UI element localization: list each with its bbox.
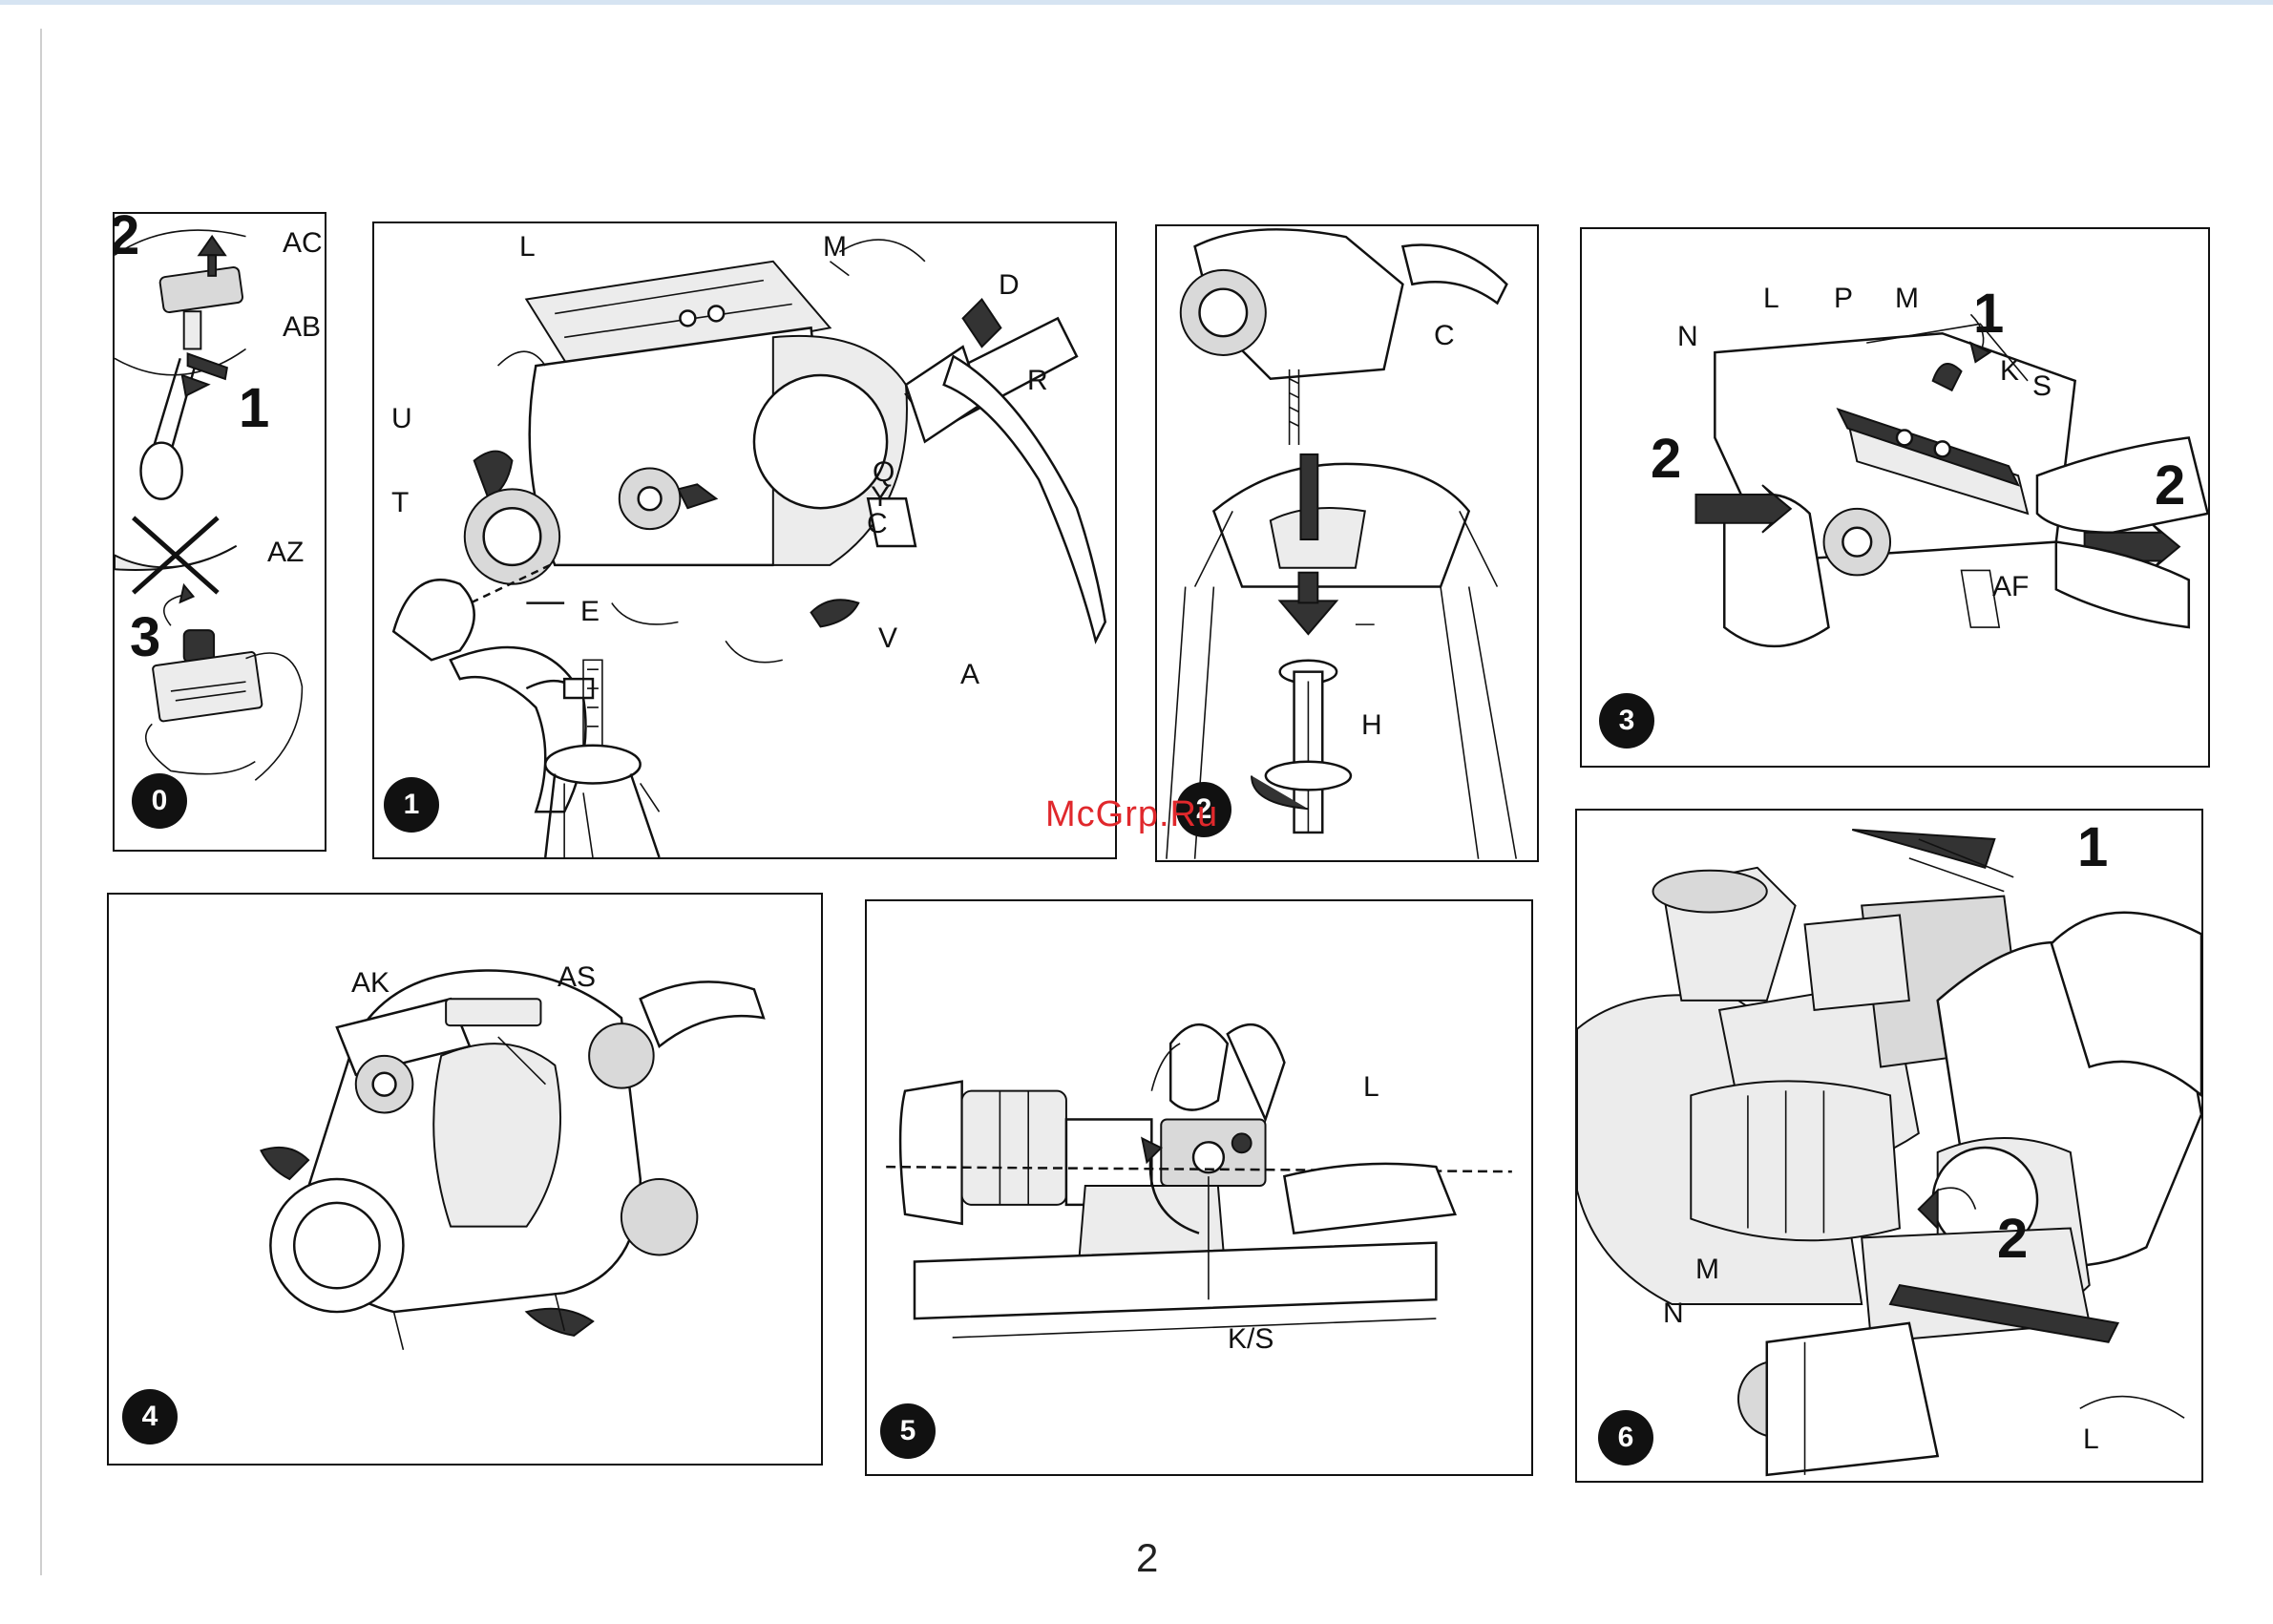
label-ab: AB	[283, 313, 321, 342]
label-m: M	[1695, 1255, 1719, 1284]
watermark-text: McGrp.Ru	[1045, 794, 1218, 835]
lock-lever-v	[811, 600, 859, 626]
step-number-2: 2	[113, 212, 139, 264]
label-n: N	[1663, 1299, 1684, 1328]
label-l: L	[1363, 1073, 1379, 1102]
slide-in-arrow	[1852, 830, 1994, 868]
panel-1-illustration	[374, 223, 1115, 857]
panel-5: L K/S 5	[865, 899, 1533, 1476]
top-edge-line	[0, 0, 2273, 5]
panel-2: C H 2	[1155, 224, 1539, 862]
label-k-s: K/S	[1228, 1325, 1273, 1354]
label-as: AS	[558, 963, 596, 992]
step-number-2: 2	[1997, 1212, 2028, 1267]
panel-3: 1 2 2 L P M N K S AF 3	[1580, 227, 2210, 768]
panel-4: AK AS 4	[107, 893, 823, 1466]
page-number: 2	[1136, 1535, 1158, 1581]
label-l: L	[1763, 285, 1779, 313]
quick-release-plate	[159, 266, 243, 313]
step-number-2-right: 2	[2155, 458, 2185, 514]
label-t: T	[391, 489, 409, 517]
step-badge-6: 6	[1598, 1410, 1653, 1466]
panel-0: 2 1 3 AC AB AZ 0	[113, 212, 326, 852]
step-number-2-left: 2	[1651, 432, 1681, 487]
step-badge-1: 1	[384, 777, 439, 833]
step-badge-4: 4	[122, 1389, 178, 1445]
step-badge-0: 0	[132, 773, 187, 829]
label-af: AF	[1992, 573, 2029, 601]
step-number-1: 1	[2077, 820, 2108, 875]
label-az: AZ	[267, 538, 304, 567]
label-c: C	[1434, 322, 1455, 350]
label-h: H	[1361, 711, 1382, 740]
step-number-3: 3	[130, 610, 160, 665]
label-p: P	[1834, 285, 1853, 313]
binding-edge-line	[40, 29, 42, 1575]
label-ak: AK	[351, 969, 389, 998]
label-v: V	[878, 624, 897, 653]
label-c: C	[867, 510, 888, 538]
panel-4-illustration	[109, 895, 821, 1464]
label-m: M	[823, 233, 847, 262]
panel-6: 1 2 M N L 6	[1575, 809, 2203, 1483]
step-badge-3: 3	[1599, 693, 1654, 749]
panel-2-illustration	[1157, 226, 1537, 860]
label-k: K	[2000, 357, 2019, 386]
label-m: M	[1895, 285, 1919, 313]
panel-1: L M D R U T Q Y C E V A 1	[372, 221, 1117, 859]
label-e: E	[580, 598, 600, 626]
step-number-1: 1	[1973, 286, 2004, 342]
label-s: S	[2032, 372, 2052, 401]
step-number-1: 1	[239, 381, 269, 436]
label-ac: AC	[283, 229, 323, 258]
label-r: R	[1027, 367, 1048, 395]
panel-5-illustration	[867, 901, 1531, 1474]
label-l: L	[519, 233, 536, 262]
label-l: L	[2083, 1425, 2099, 1454]
panel-0-illustration	[115, 214, 325, 850]
up-arrow	[199, 237, 225, 256]
label-u: U	[391, 405, 412, 433]
panel-6-illustration	[1577, 811, 2201, 1481]
label-d: D	[999, 271, 1020, 300]
label-a: A	[960, 661, 979, 689]
label-n: N	[1677, 323, 1698, 351]
down-arrow	[1280, 601, 1336, 634]
step-badge-5: 5	[880, 1403, 936, 1459]
